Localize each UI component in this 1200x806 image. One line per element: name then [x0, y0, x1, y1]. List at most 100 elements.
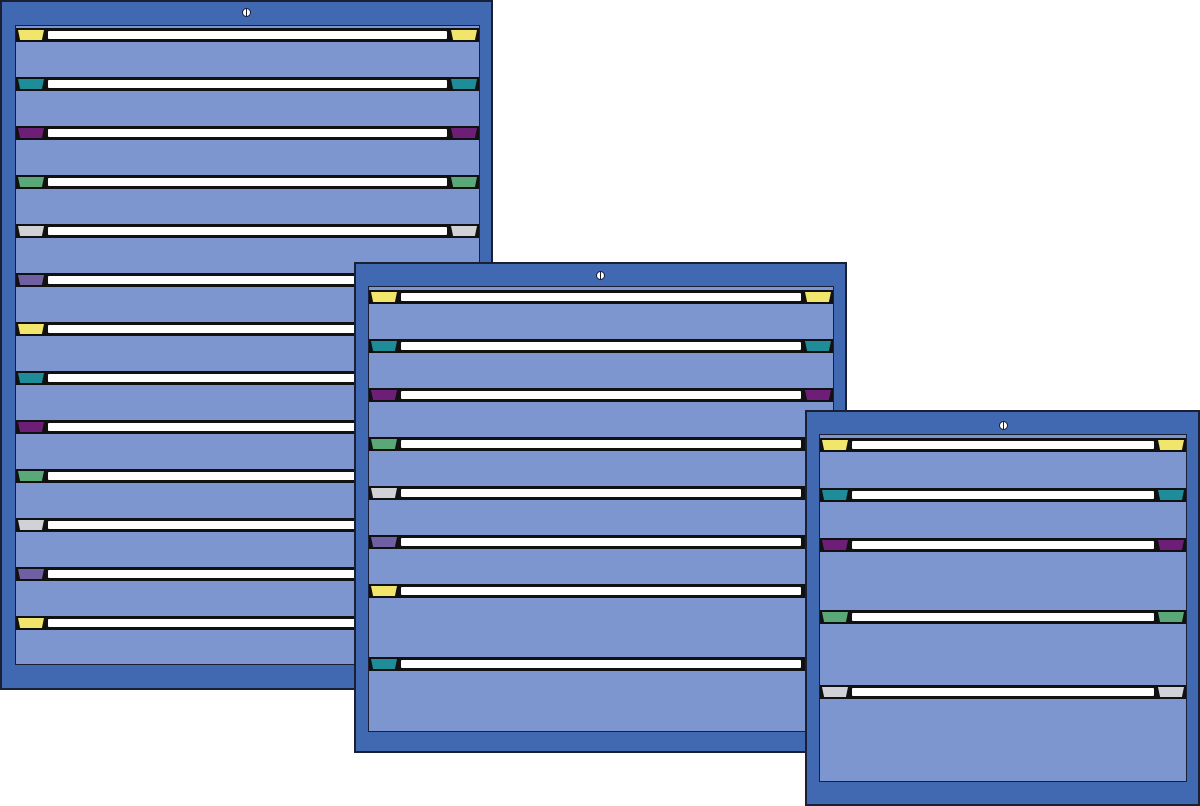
label-tab-right — [805, 292, 831, 302]
drawer-handle[interactable] — [16, 126, 479, 140]
label-tab-left — [18, 79, 44, 89]
label-tab-left — [371, 341, 397, 351]
lock-icon — [999, 421, 1008, 430]
label-tab-left — [18, 128, 44, 138]
handle-grip — [48, 31, 447, 39]
handle-grip — [48, 570, 447, 578]
handle-grip — [401, 293, 801, 301]
drawer[interactable] — [369, 437, 833, 451]
label-tab-left — [18, 569, 44, 579]
drawer[interactable] — [369, 339, 833, 353]
label-tab-left — [822, 440, 848, 450]
drawer-handle[interactable] — [369, 535, 833, 549]
drawer-handle[interactable] — [16, 77, 479, 91]
label-tab-right — [1158, 612, 1184, 622]
handle-grip — [48, 129, 447, 137]
handle-grip — [48, 325, 447, 333]
handle-grip — [401, 391, 801, 399]
handle-grip — [48, 80, 447, 88]
drawer-panel — [819, 434, 1187, 782]
drawer-handle[interactable] — [369, 657, 833, 671]
drawer[interactable] — [369, 486, 833, 500]
drawer-handle[interactable] — [16, 224, 479, 238]
handle-grip — [401, 440, 801, 448]
drawer[interactable] — [369, 535, 833, 549]
handle-grip — [48, 472, 447, 480]
drawer[interactable] — [369, 290, 833, 304]
drawer-handle[interactable] — [820, 538, 1186, 552]
lock-icon — [596, 271, 605, 280]
label-tab-right — [1158, 490, 1184, 500]
label-tab-right — [451, 30, 477, 40]
drawer[interactable] — [820, 685, 1186, 699]
drawer-handle[interactable] — [820, 610, 1186, 624]
label-tab-right — [1158, 540, 1184, 550]
label-tab-left — [18, 226, 44, 236]
drawer[interactable] — [16, 28, 479, 42]
drawer[interactable] — [820, 488, 1186, 502]
label-tab-left — [18, 177, 44, 187]
label-tab-right — [1158, 687, 1184, 697]
handle-grip — [48, 423, 447, 431]
drawer[interactable] — [16, 77, 479, 91]
handle-grip — [852, 491, 1154, 499]
label-tab-left — [822, 490, 848, 500]
label-tab-left — [371, 488, 397, 498]
drawer[interactable] — [369, 584, 833, 598]
handle-grip — [852, 541, 1154, 549]
handle-grip — [48, 276, 447, 284]
label-tab-right — [805, 390, 831, 400]
label-tab-right — [1158, 440, 1184, 450]
cabinet-small — [805, 410, 1200, 806]
label-tab-right — [451, 128, 477, 138]
label-tab-left — [371, 292, 397, 302]
drawer[interactable] — [16, 224, 479, 238]
handle-grip — [48, 619, 447, 627]
drawer[interactable] — [820, 438, 1186, 452]
label-tab-left — [18, 422, 44, 432]
label-tab-left — [18, 618, 44, 628]
label-tab-left — [371, 439, 397, 449]
lock-icon — [242, 8, 251, 17]
drawer-handle[interactable] — [16, 175, 479, 189]
handle-grip — [48, 521, 447, 529]
drawer[interactable] — [369, 388, 833, 402]
label-tab-right — [805, 341, 831, 351]
handle-grip — [852, 613, 1154, 621]
handle-grip — [48, 227, 447, 235]
drawer-handle[interactable] — [820, 488, 1186, 502]
label-tab-left — [18, 520, 44, 530]
label-tab-left — [18, 471, 44, 481]
cabinet-medium — [354, 262, 847, 753]
label-tab-left — [371, 586, 397, 596]
label-tab-left — [18, 324, 44, 334]
drawer[interactable] — [820, 538, 1186, 552]
drawer-handle[interactable] — [16, 28, 479, 42]
label-tab-left — [822, 687, 848, 697]
drawer-panel — [368, 286, 834, 732]
drawer[interactable] — [16, 175, 479, 189]
drawer-handle[interactable] — [369, 388, 833, 402]
label-tab-left — [822, 540, 848, 550]
drawer-handle[interactable] — [369, 486, 833, 500]
label-tab-left — [18, 275, 44, 285]
drawer-handle[interactable] — [369, 584, 833, 598]
drawer-handle[interactable] — [369, 290, 833, 304]
drawer-handle[interactable] — [820, 685, 1186, 699]
label-tab-right — [451, 177, 477, 187]
drawer[interactable] — [16, 126, 479, 140]
drawer-handle[interactable] — [820, 438, 1186, 452]
handle-grip — [852, 441, 1154, 449]
handle-grip — [401, 587, 801, 595]
label-tab-left — [371, 659, 397, 669]
drawer[interactable] — [820, 610, 1186, 624]
handle-grip — [401, 538, 801, 546]
handle-grip — [48, 178, 447, 186]
handle-grip — [401, 342, 801, 350]
drawer-handle[interactable] — [369, 437, 833, 451]
drawer[interactable] — [369, 657, 833, 671]
drawer-handle[interactable] — [369, 339, 833, 353]
handle-grip — [48, 374, 447, 382]
label-tab-left — [18, 30, 44, 40]
label-tab-right — [451, 226, 477, 236]
